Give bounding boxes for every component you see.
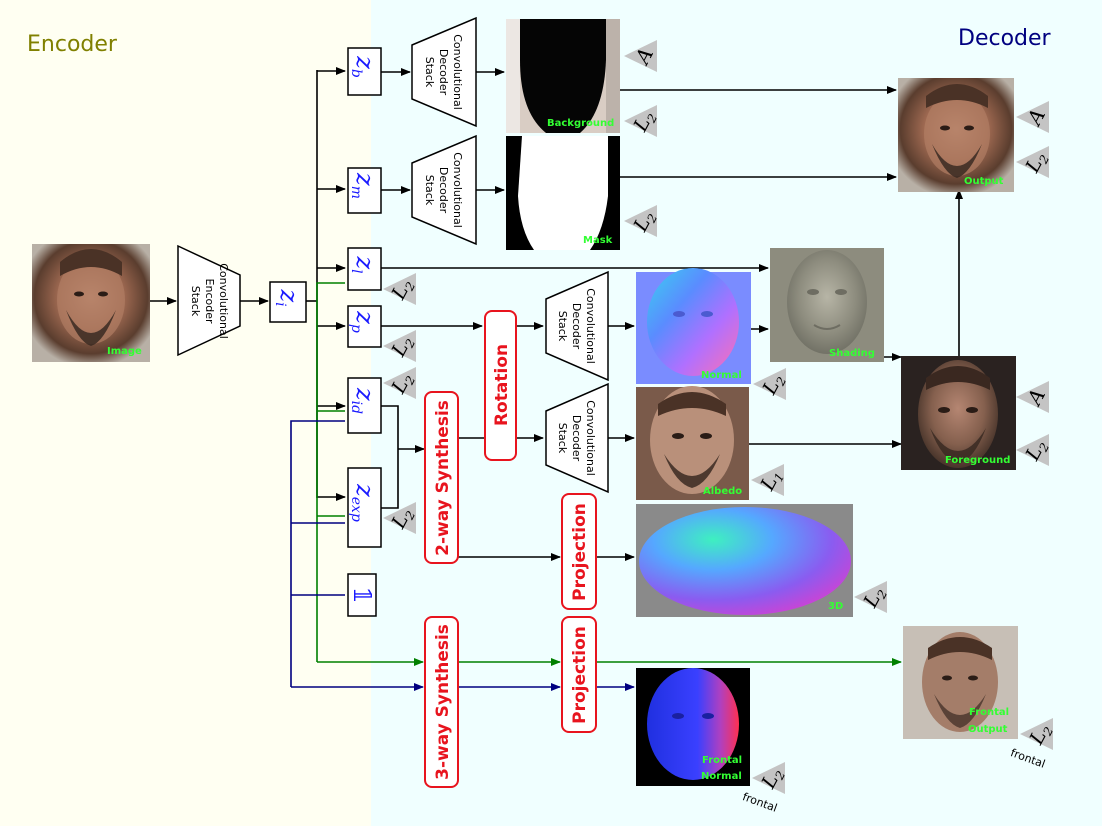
- mask-label: Mask: [583, 235, 613, 246]
- frontal-normal-label-2: Normal: [701, 771, 742, 782]
- loss-l2-zp: L2: [383, 330, 418, 362]
- navy-arrows: [290, 420, 635, 691]
- black-arrows: [150, 67, 963, 561]
- svg-text:Decoder: Decoder: [570, 415, 583, 462]
- two-way-synthesis-op: 2-way Synthesis: [424, 391, 459, 564]
- encoder-region: [0, 0, 371, 826]
- albedo-image: Albedo: [636, 386, 749, 500]
- frontal-output-label-2: Output: [968, 724, 1008, 735]
- image-label: Image: [107, 346, 142, 357]
- latent-zexp: zexp: [347, 467, 382, 548]
- svg-text:Decoder: Decoder: [437, 167, 450, 214]
- albedo-label: Albedo: [703, 486, 742, 497]
- projection-op-frontal: Projection: [561, 616, 597, 733]
- svg-text:Stack: Stack: [556, 311, 569, 342]
- svg-text:zp: zp: [348, 310, 379, 333]
- encoder-stack-line3: Stack: [189, 286, 202, 317]
- latent-zid: zid: [347, 377, 382, 434]
- rotation-op: Rotation: [484, 310, 517, 461]
- svg-text:Decoder: Decoder: [570, 303, 583, 350]
- svg-text:𝟙: 𝟙: [348, 587, 376, 604]
- latent-zb: zb: [347, 47, 382, 96]
- decoder-stack-albedo: Convolutional Decoder Stack: [545, 382, 609, 494]
- svg-text:3-way Synthesis: 3-way Synthesis: [433, 624, 453, 780]
- shading-image: Shading: [770, 248, 884, 362]
- latent-zp: zp: [347, 305, 382, 348]
- frontal-output-label-1: Frontal: [969, 707, 1009, 718]
- svg-text:Projection: Projection: [570, 626, 590, 724]
- svg-text:Convolutional: Convolutional: [584, 400, 597, 476]
- background-label: Background: [547, 118, 614, 129]
- three-d-label: 3D: [828, 601, 843, 612]
- frontal-normal-image: Frontal Normal: [636, 668, 750, 786]
- green-arrows: [316, 282, 902, 666]
- normal-image: Normal: [636, 268, 751, 384]
- svg-text:zi: zi: [272, 288, 303, 306]
- encoder-stack: Convolutional Encoder Stack: [177, 244, 241, 357]
- svg-text:zid: zid: [348, 387, 379, 414]
- mask-image: Mask: [506, 136, 620, 250]
- svg-text:zm: zm: [348, 172, 379, 199]
- latent-one: 𝟙: [347, 573, 377, 617]
- svg-text:Convolutional: Convolutional: [451, 34, 464, 110]
- background-image: Background: [506, 19, 620, 133]
- svg-text:Projection: Projection: [570, 503, 590, 601]
- foreground-label: Foreground: [945, 455, 1010, 466]
- encoder-stack-line1: Convolutional: [217, 263, 230, 339]
- decoder-stack-normal: Convolutional Decoder Stack: [545, 270, 609, 382]
- frontal-output-image: Frontal Output: [903, 626, 1018, 739]
- encoder-stack-line2: Encoder: [203, 279, 216, 324]
- three-d-image: 3D: [636, 504, 853, 617]
- shading-label: Shading: [829, 348, 875, 359]
- loss-a-background: A: [624, 40, 658, 72]
- output-image: Output: [898, 78, 1014, 192]
- svg-text:Convolutional: Convolutional: [451, 152, 464, 228]
- latent-zl: zl: [347, 247, 382, 291]
- encoder-label: Encoder: [27, 32, 118, 57]
- svg-text:Convolutional: Convolutional: [584, 288, 597, 364]
- svg-text:2-way Synthesis: 2-way Synthesis: [433, 400, 453, 556]
- svg-text:zl: zl: [348, 255, 379, 273]
- loss-a-output: A: [1016, 101, 1050, 133]
- svg-text:Stack: Stack: [556, 423, 569, 454]
- output-label: Output: [964, 176, 1004, 187]
- latent-zm: zm: [347, 167, 382, 214]
- input-image: Image: [32, 244, 150, 362]
- svg-text:Stack: Stack: [423, 175, 436, 206]
- svg-text:Decoder: Decoder: [437, 49, 450, 96]
- foreground-image: Foreground: [901, 356, 1016, 470]
- svg-text:Rotation: Rotation: [492, 344, 512, 426]
- svg-text:zb: zb: [348, 55, 379, 78]
- three-way-synthesis-op: 3-way Synthesis: [424, 616, 459, 788]
- decoder-stack-mask: Convolutional Decoder Stack: [411, 134, 477, 246]
- latent-zi: zi: [269, 281, 307, 323]
- svg-text:zexp: zexp: [348, 483, 379, 522]
- svg-text:Stack: Stack: [423, 57, 436, 88]
- decoder-label: Decoder: [958, 26, 1052, 51]
- decoder-stack-background: Convolutional Decoder Stack: [411, 16, 477, 128]
- frontal-normal-label-1: Frontal: [702, 755, 742, 766]
- projection-op-3d: Projection: [561, 493, 597, 610]
- normal-label: Normal: [701, 370, 742, 381]
